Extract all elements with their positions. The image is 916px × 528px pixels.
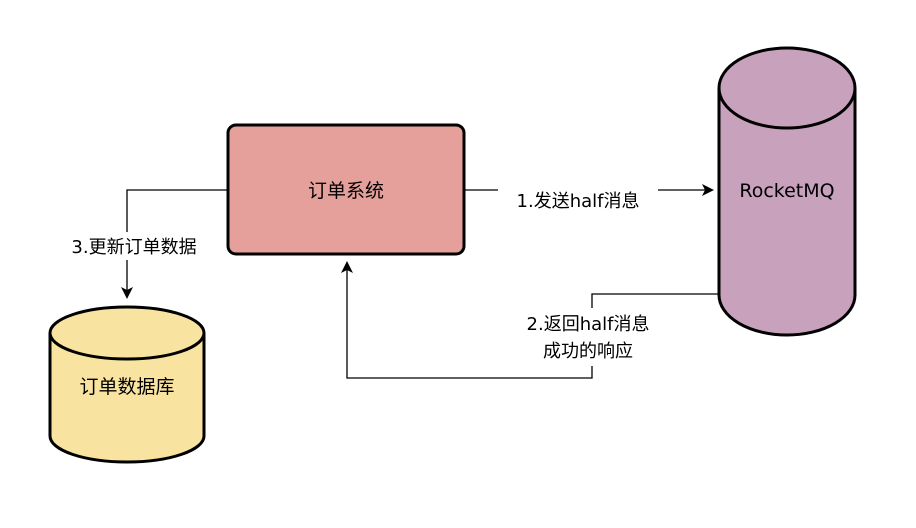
return-half-label-line2: 成功的响应 [543,341,633,362]
order-db-top [48,305,206,361]
return-half-label-bg [506,308,670,366]
order-db-label: 订单数据库 [79,376,174,398]
edge-update-db [121,189,228,299]
update-db-label-bg [50,232,218,260]
send-half-label-bg [498,186,658,214]
rocketmq-top [717,46,857,130]
order-db-cylinder[interactable] [48,305,206,464]
return-half-label-line1: 2.返回half消息 [527,314,650,335]
rocketmq-label: RocketMQ [739,180,834,202]
send-half-label: 1.发送half消息 [517,191,640,212]
rocketmq-cylinder[interactable] [717,46,857,337]
order-system-label: 订单系统 [308,180,384,202]
rocketmq-body [717,88,857,337]
edge-return-half [341,261,719,379]
order-system-box[interactable] [226,123,466,256]
update-db-label: 3.更新订单数据 [71,237,196,258]
order-db-body [48,333,206,464]
